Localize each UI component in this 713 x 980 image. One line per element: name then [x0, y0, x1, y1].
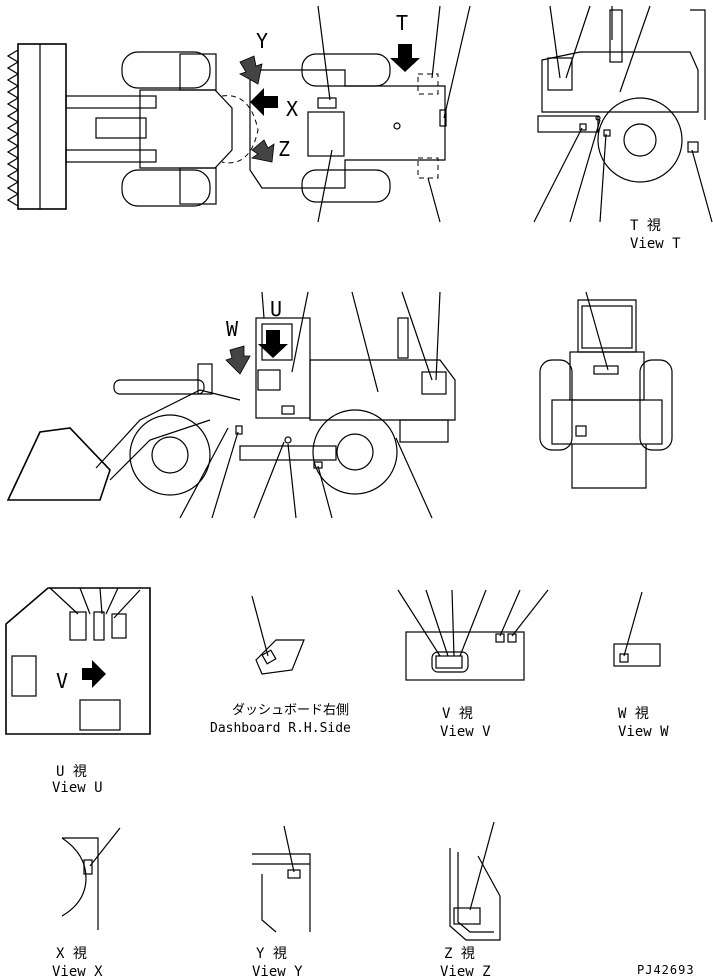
dashboard-caption-jp: ダッシュボード右側 [232, 703, 349, 718]
label-x: X [286, 97, 298, 121]
view-w-caption-jp: W 視 [618, 706, 649, 722]
view-y-caption-en: View Y [252, 964, 303, 980]
view-v-caption-jp: V 視 [442, 706, 473, 722]
view-t-drawing [533, 5, 713, 223]
dashboard-caption-en: Dashboard R.H.Side [210, 721, 351, 736]
part-number: PJ42693 [637, 963, 695, 977]
view-u-drawing [5, 587, 151, 735]
view-z-caption-en: View Z [440, 964, 491, 980]
view-t-caption-jp: T 視 [630, 218, 661, 234]
view-w-caption-en: View W [618, 724, 669, 740]
view-v-drawing [397, 589, 549, 681]
view-z-caption-jp: Z 視 [444, 946, 475, 962]
view-u-caption-jp: U 視 [56, 764, 87, 780]
dashboard-drawing [251, 595, 305, 675]
view-w-drawing [613, 591, 661, 667]
view-x-drawing [61, 827, 121, 930]
view-t-caption-en: View T [630, 236, 681, 252]
view-x-caption-jp: X 視 [56, 946, 87, 962]
view-u-caption-en: View U [52, 780, 103, 796]
top-view-loader [6, 5, 471, 223]
view-x-caption-en: View X [52, 964, 103, 980]
label-w: W [226, 317, 239, 341]
side-view-loader [6, 291, 456, 519]
view-z-drawing [449, 821, 501, 941]
label-u: U [270, 297, 282, 321]
label-y: Y [256, 29, 268, 53]
view-y-caption-jp: Y 視 [256, 946, 287, 962]
front-view-loader [539, 291, 673, 489]
view-y-drawing [252, 825, 311, 933]
label-t: T [396, 11, 408, 35]
label-z: Z [278, 137, 290, 161]
label-v: V [56, 669, 68, 693]
view-v-caption-en: View V [440, 724, 491, 740]
